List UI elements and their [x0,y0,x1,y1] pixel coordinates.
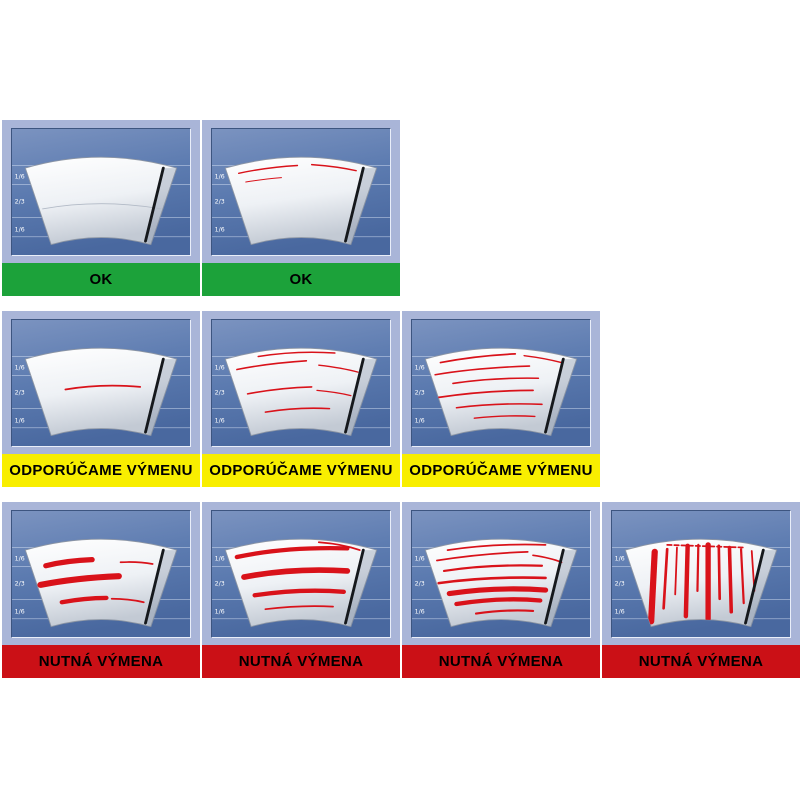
wiper-pattern-several-streaks: 1/6 2/3 1/6 [212,320,390,446]
wiper-blade [144,548,165,625]
wiper-illustration: 1/6 2/3 1/6 [211,319,391,447]
row-ok: 1/6 2/3 1/6 OK 1/6 [2,120,800,296]
red-streaks [64,384,142,391]
wiper-illustration: 1/6 2/3 1/6 [211,510,391,638]
scale-label: 1/6 [15,556,25,563]
scale-label: 1/6 [15,174,25,181]
wiper-blade [144,357,165,434]
tile-required-3: 1/6 2/3 1/6 [402,502,600,678]
wiper-pattern-clean: 1/6 2/3 1/6 [12,129,190,255]
wiper-illustration: 1/6 2/3 1/6 [611,510,791,638]
scale-label: 2/3 [415,390,425,397]
red-streaks [434,353,563,419]
wiper-blade [544,357,565,434]
wiper-blade [344,357,365,434]
wiper-illustration: 1/6 2/3 1/6 [11,128,191,256]
scale-label: 1/6 [415,365,425,372]
wiper-wear-chart: 1/6 2/3 1/6 OK 1/6 [2,120,800,678]
tile-ok-1: 1/6 2/3 1/6 OK [2,120,200,296]
status-label: NUTNÁ VÝMENA [602,645,800,678]
tile-required-4: 1/6 2/3 1/6 [602,502,800,678]
scale-label: 1/6 [615,556,625,563]
red-streaks [236,351,359,413]
status-label: ODPORÚČAME VÝMENU [2,454,200,487]
scale-label: 1/6 [615,609,625,616]
scale-label: 1/6 [15,365,25,372]
scale-label: 2/3 [15,390,25,397]
wiper-blade [744,548,765,625]
scale-label: 1/6 [15,227,25,234]
scale-label: 1/6 [415,556,425,563]
scale-label: 2/3 [15,581,25,588]
wiper-blade [144,166,165,243]
scale-label: 2/3 [415,581,425,588]
status-label: ODPORÚČAME VÝMENU [402,454,600,487]
wiper-blade [344,166,365,243]
status-label: NUTNÁ VÝMENA [202,645,400,678]
status-label: OK [2,263,200,296]
wiper-pattern-dense-smears: 1/6 2/3 1/6 [412,511,590,637]
scale-label: 1/6 [215,556,225,563]
red-streaks [237,163,357,183]
wiper-blade [544,548,565,625]
red-streaks [436,543,563,615]
scale-label: 2/3 [15,199,25,206]
wiper-illustration: 1/6 2/3 1/6 [411,510,591,638]
scale-label: 1/6 [415,609,425,616]
scale-label: 2/3 [215,390,225,397]
tile-ok-2: 1/6 2/3 1/6 OK [202,120,400,296]
red-streaks [37,557,154,605]
tile-recommend-2: 1/6 2/3 1/6 ODPORÚČAME VÝ [202,311,400,487]
scale-label: 2/3 [215,581,225,588]
row-required: 1/6 2/3 1/6 NUTNÁ VÝMENA [2,502,800,678]
wiper-pattern-thick-smears: 1/6 2/3 1/6 [12,511,190,637]
wiper-illustration: 1/6 2/3 1/6 [11,319,191,447]
red-streaks [648,542,756,625]
status-label: NUTNÁ VÝMENA [402,645,600,678]
wiper-pattern-vertical-smearing: 1/6 2/3 1/6 [612,511,790,637]
scale-label: 1/6 [215,227,225,234]
wiper-blade [344,548,365,625]
red-streaks [234,541,361,611]
scale-label: 1/6 [415,418,425,425]
tile-recommend-3: 1/6 2/3 1/6 [402,311,600,487]
scale-label: 1/6 [215,174,225,181]
scale-label: 2/3 [615,581,625,588]
row-recommend: 1/6 2/3 1/6 ODPORÚČAME VÝMENU [2,311,800,487]
wiper-illustration: 1/6 2/3 1/6 [11,510,191,638]
tile-required-1: 1/6 2/3 1/6 NUTNÁ VÝMENA [2,502,200,678]
scale-label: 1/6 [215,609,225,616]
scale-label: 1/6 [215,418,225,425]
status-label: ODPORÚČAME VÝMENU [202,454,400,487]
scale-label: 1/6 [15,609,25,616]
scale-label: 1/6 [15,418,25,425]
scale-label: 1/6 [215,365,225,372]
wiper-pattern-long-smears: 1/6 2/3 1/6 [212,511,390,637]
status-label: NUTNÁ VÝMENA [2,645,200,678]
wiper-illustration: 1/6 2/3 1/6 [411,319,591,447]
tile-required-2: 1/6 2/3 1/6 NUTNÁ VÝMENA [202,502,400,678]
tile-recommend-1: 1/6 2/3 1/6 ODPORÚČAME VÝMENU [2,311,200,487]
wiper-illustration: 1/6 2/3 1/6 [211,128,391,256]
scale-label: 2/3 [215,199,225,206]
status-label: OK [202,263,400,296]
wiper-pattern-light-streaks: 1/6 2/3 1/6 [212,129,390,255]
wiper-pattern-one-streak: 1/6 2/3 1/6 [12,320,190,446]
wiper-pattern-many-streaks: 1/6 2/3 1/6 [412,320,590,446]
